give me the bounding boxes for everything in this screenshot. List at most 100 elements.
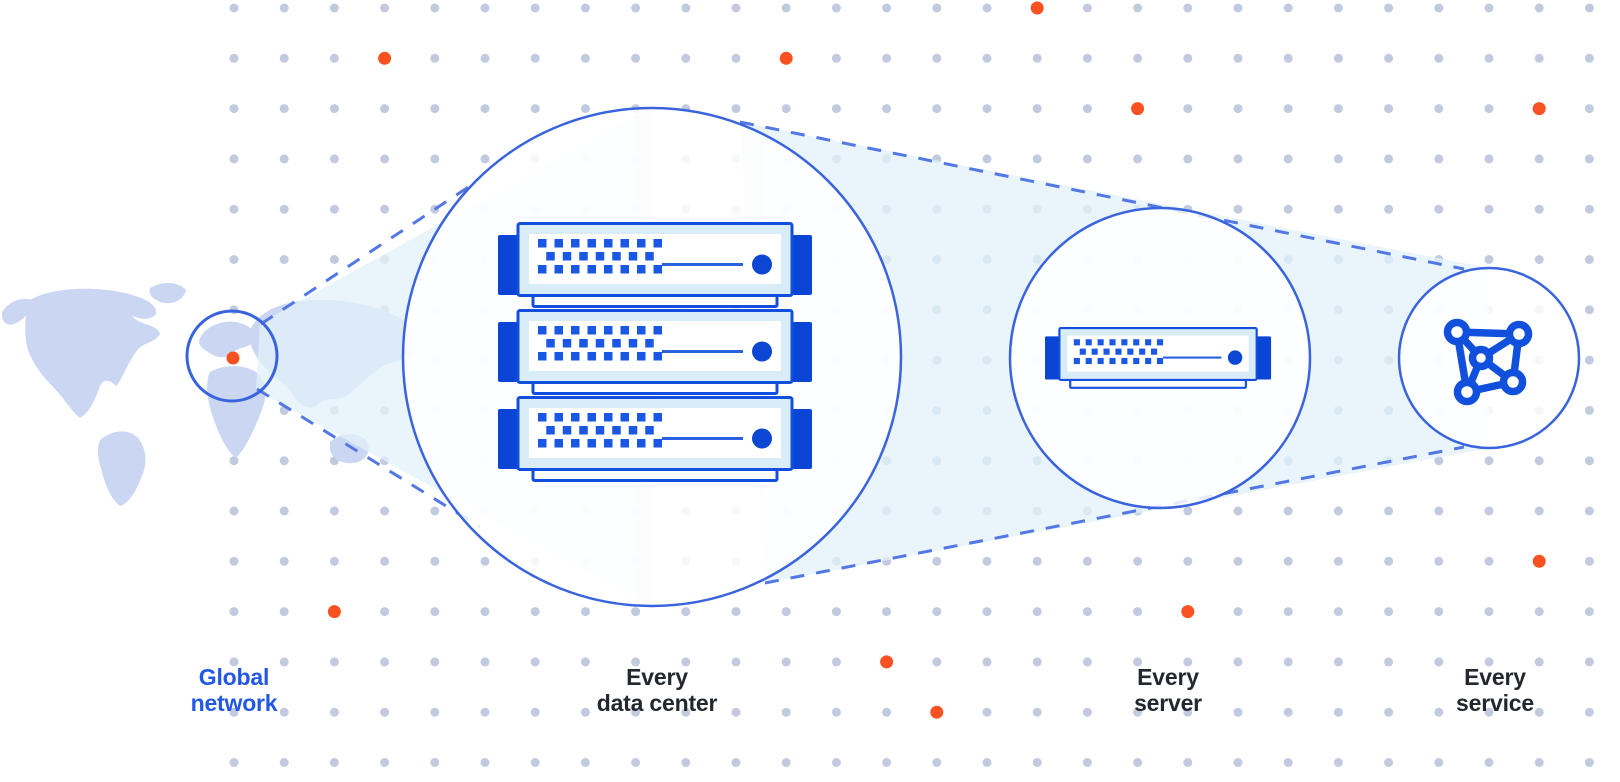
grid-dot xyxy=(329,154,339,164)
grid-dot xyxy=(631,758,641,767)
grid-dot xyxy=(1434,707,1444,717)
grid-dot xyxy=(932,657,942,667)
grid-dot xyxy=(982,104,992,114)
grid-dot xyxy=(480,53,490,63)
grid-dot xyxy=(1183,758,1193,767)
grid-dot xyxy=(430,707,440,717)
grid-dot xyxy=(1082,657,1092,667)
grid-dot xyxy=(781,657,791,667)
grid-dot xyxy=(229,657,239,667)
mesh-nodes xyxy=(1443,318,1533,406)
grid-dot xyxy=(882,758,892,767)
grid-dot-orange xyxy=(880,655,894,669)
grid-dot xyxy=(480,556,490,566)
grid-dot xyxy=(1032,556,1042,566)
grid-dot xyxy=(1434,607,1444,617)
grid-dot xyxy=(1484,456,1494,466)
grid-dot xyxy=(932,53,942,63)
grid-dot xyxy=(1082,707,1092,717)
grid-dot-orange xyxy=(378,51,392,65)
grid-dot xyxy=(279,104,289,114)
grid-dot xyxy=(1183,707,1193,717)
zoom-guide-bottom-left xyxy=(256,387,481,529)
grid-dot xyxy=(1584,104,1594,114)
grid-dot xyxy=(1333,556,1343,566)
grid-dot xyxy=(1484,657,1494,667)
grid-dot xyxy=(1534,707,1544,717)
grid-dot xyxy=(329,657,339,667)
grid-dot xyxy=(580,104,590,114)
grid-dot xyxy=(1584,607,1594,617)
grid-dot xyxy=(1584,355,1594,365)
grid-dot xyxy=(1484,556,1494,566)
grid-dot xyxy=(731,3,741,13)
grid-dot xyxy=(229,3,239,13)
zoom-guide-top-left xyxy=(260,184,471,326)
grid-dot xyxy=(1484,707,1494,717)
grid-dot-orange xyxy=(327,605,341,619)
grid-dot xyxy=(982,53,992,63)
grid-dot xyxy=(1183,506,1193,516)
zoom-guide-top-right xyxy=(739,120,1465,271)
grid-dot xyxy=(1233,154,1243,164)
grid-dot xyxy=(882,3,892,13)
grid-dot xyxy=(831,53,841,63)
grid-dot xyxy=(1133,53,1143,63)
grid-dot xyxy=(1233,506,1243,516)
grid-dot xyxy=(831,607,841,617)
grid-dot xyxy=(681,3,691,13)
grid-dot xyxy=(279,707,289,717)
grid-dot xyxy=(430,607,440,617)
grid-dot xyxy=(681,607,691,617)
grid-dot xyxy=(580,53,590,63)
grid-dot xyxy=(1384,204,1394,214)
grid-dot xyxy=(1283,607,1293,617)
grid-dot xyxy=(279,506,289,516)
grid-dot xyxy=(1283,104,1293,114)
map-location-dot xyxy=(226,351,240,365)
grid-dot xyxy=(1534,657,1544,667)
grid-dot xyxy=(380,758,390,767)
continent-europe xyxy=(199,321,255,358)
continent-greenland xyxy=(149,282,186,304)
grid-dot xyxy=(1384,707,1394,717)
grid-dot xyxy=(229,104,239,114)
grid-dot xyxy=(229,758,239,767)
grid-dot xyxy=(731,53,741,63)
grid-dot xyxy=(882,607,892,617)
grid-dot xyxy=(831,104,841,114)
grid-dot xyxy=(1584,53,1594,63)
grid-dot xyxy=(1584,456,1594,466)
grid-dot-orange xyxy=(1030,1,1044,15)
continent-africa xyxy=(207,366,266,458)
grid-dot xyxy=(329,255,339,264)
grid-dot xyxy=(1183,657,1193,667)
grid-dot xyxy=(1333,104,1343,114)
grid-dot xyxy=(1434,154,1444,164)
grid-dot xyxy=(530,3,540,13)
grid-dot xyxy=(380,154,390,164)
grid-dot xyxy=(1233,53,1243,63)
grid-dot xyxy=(1133,154,1143,164)
grid-dot xyxy=(1384,657,1394,667)
grid-dot xyxy=(530,758,540,767)
grid-dot xyxy=(530,53,540,63)
rack-server-3 xyxy=(496,396,814,482)
grid-dot xyxy=(1082,104,1092,114)
grid-dot xyxy=(831,3,841,13)
grid-dot xyxy=(1384,3,1394,13)
grid-dot xyxy=(1283,204,1293,214)
grid-dot xyxy=(1082,556,1092,566)
grid-dot xyxy=(530,104,540,114)
grid-dot xyxy=(1434,204,1444,214)
grid-dot xyxy=(1384,556,1394,566)
grid-dot xyxy=(329,53,339,63)
grid-dot xyxy=(681,707,691,717)
grid-dot xyxy=(1082,758,1092,767)
grid-dot xyxy=(329,204,339,214)
grid-dot xyxy=(1384,506,1394,516)
grid-dot xyxy=(1233,758,1243,767)
rack-server-1 xyxy=(496,222,814,308)
grid-dot xyxy=(1032,154,1042,164)
